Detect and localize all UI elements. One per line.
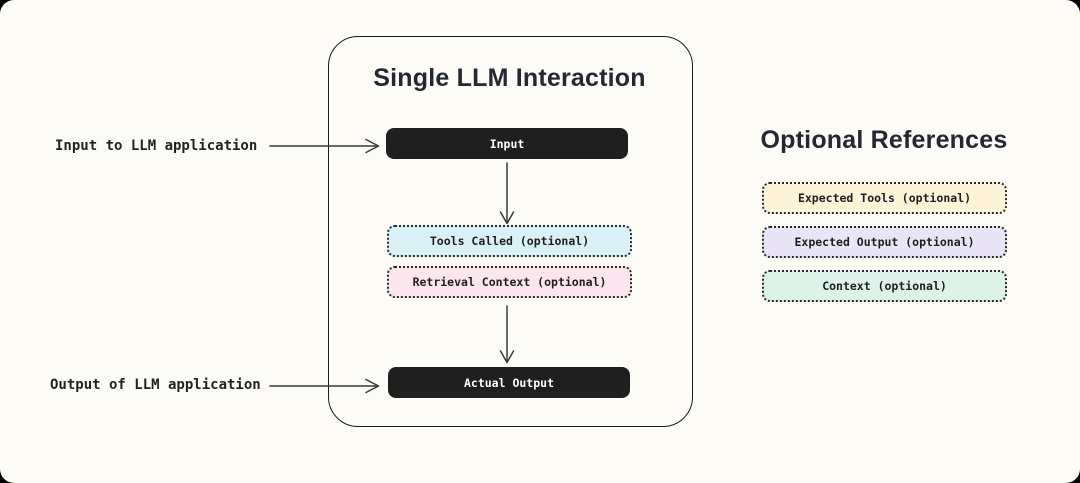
- optional-references-title: Optional References: [760, 126, 1008, 154]
- single-llm-frame: [328, 36, 693, 427]
- actual-output-node: Actual Output: [388, 367, 630, 398]
- diagram-title: Single LLM Interaction: [373, 64, 646, 92]
- retrieval-context-node: Retrieval Context (optional): [387, 266, 632, 298]
- context-box: Context (optional): [762, 270, 1007, 302]
- tools-called-node: Tools Called (optional): [387, 225, 632, 257]
- expected-tools-box: Expected Tools (optional): [762, 182, 1007, 214]
- output-annotation: Output of LLM application: [50, 377, 261, 393]
- input-node: Input: [386, 128, 628, 159]
- expected-output-box: Expected Output (optional): [762, 226, 1007, 258]
- input-annotation: Input to LLM application: [55, 138, 258, 154]
